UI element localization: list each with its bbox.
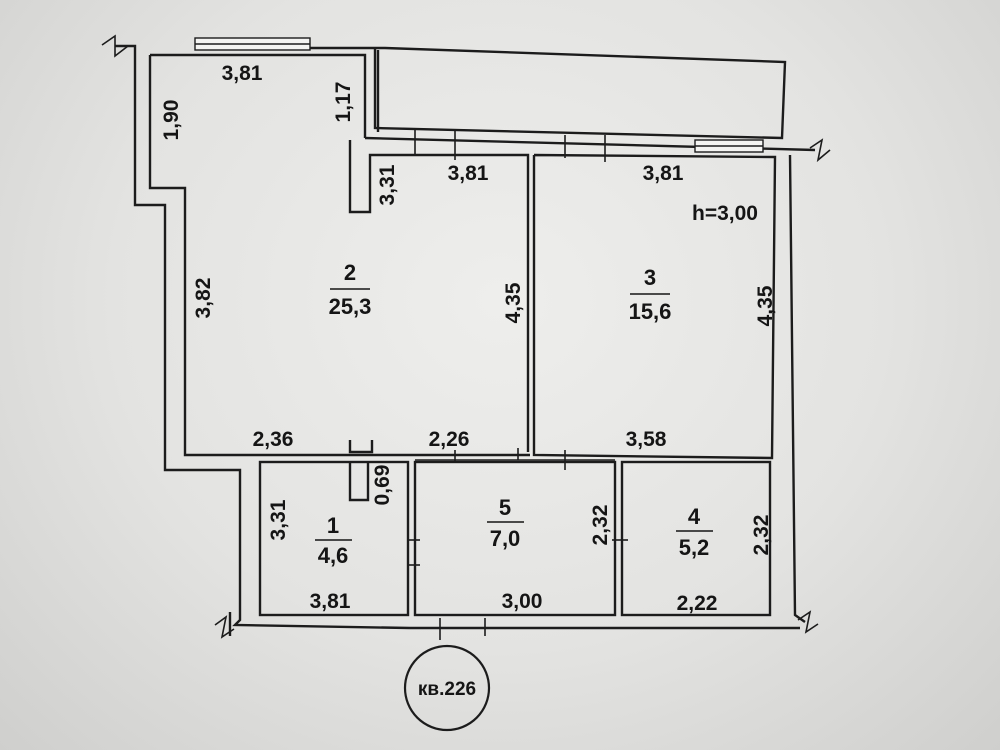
dim-room1-bottom: 3,81 xyxy=(310,590,351,613)
room-5-number: 5 xyxy=(499,495,511,520)
dim-room5-right: 2,32 xyxy=(589,505,612,546)
room-3-number: 3 xyxy=(644,265,656,290)
room-1-area: 4,6 xyxy=(318,543,349,568)
room-5-outline xyxy=(413,460,617,617)
dim-room2-bottom-right: 2,26 xyxy=(429,428,470,451)
room-4-label: 4 5,2 xyxy=(676,504,713,560)
dim-room2-left-upper: 1,90 xyxy=(160,100,183,141)
dim-room4-bottom: 2,22 xyxy=(677,592,718,615)
room-1-number: 1 xyxy=(327,513,339,538)
balcony xyxy=(310,46,787,140)
dim-room2-bottom-left: 2,36 xyxy=(253,428,294,451)
ceiling-height: h=3,00 xyxy=(692,202,758,225)
dim-room2-left: 3,82 xyxy=(192,278,215,319)
dim-room3-right: 4,35 xyxy=(754,285,777,326)
room-3-label: 3 15,6 xyxy=(629,265,672,324)
room-4-area: 5,2 xyxy=(679,535,710,560)
room-4-outline xyxy=(620,460,772,617)
room-2-number: 2 xyxy=(344,260,356,285)
dim-room2-top-right: 3,81 xyxy=(448,162,489,185)
dim-room2-right: 4,35 xyxy=(502,282,525,323)
dim-room1-left: 3,31 xyxy=(267,499,290,540)
room-1-outline xyxy=(258,460,410,617)
lower-rooms xyxy=(258,440,772,640)
dim-room2-niche-right: 1,17 xyxy=(332,82,355,123)
room-5-label: 5 7,0 xyxy=(487,495,524,551)
outer-walls xyxy=(101,34,831,639)
apartment-label: кв.226 xyxy=(418,679,476,700)
room-2-label: 2 25,3 xyxy=(329,260,372,319)
dim-room5-bottom: 3,00 xyxy=(502,590,543,613)
room-4-number: 4 xyxy=(688,504,701,529)
dim-room3-bottom: 3,58 xyxy=(626,428,667,451)
windows xyxy=(194,37,764,162)
room-1-label: 1 4,6 xyxy=(315,513,352,568)
room-5-area: 7,0 xyxy=(490,526,521,551)
room-3-area: 15,6 xyxy=(629,299,672,324)
dim-room2-top: 3,81 xyxy=(222,62,263,85)
dim-room3-top: 3,81 xyxy=(643,162,684,185)
dim-room1-door: 0,69 xyxy=(371,465,394,506)
room-2-area: 25,3 xyxy=(329,294,372,319)
dim-room4-right: 2,32 xyxy=(750,515,773,556)
apartment-badge: кв.226 xyxy=(403,644,491,732)
dim-room2-niche-lower: 3,31 xyxy=(376,164,399,205)
